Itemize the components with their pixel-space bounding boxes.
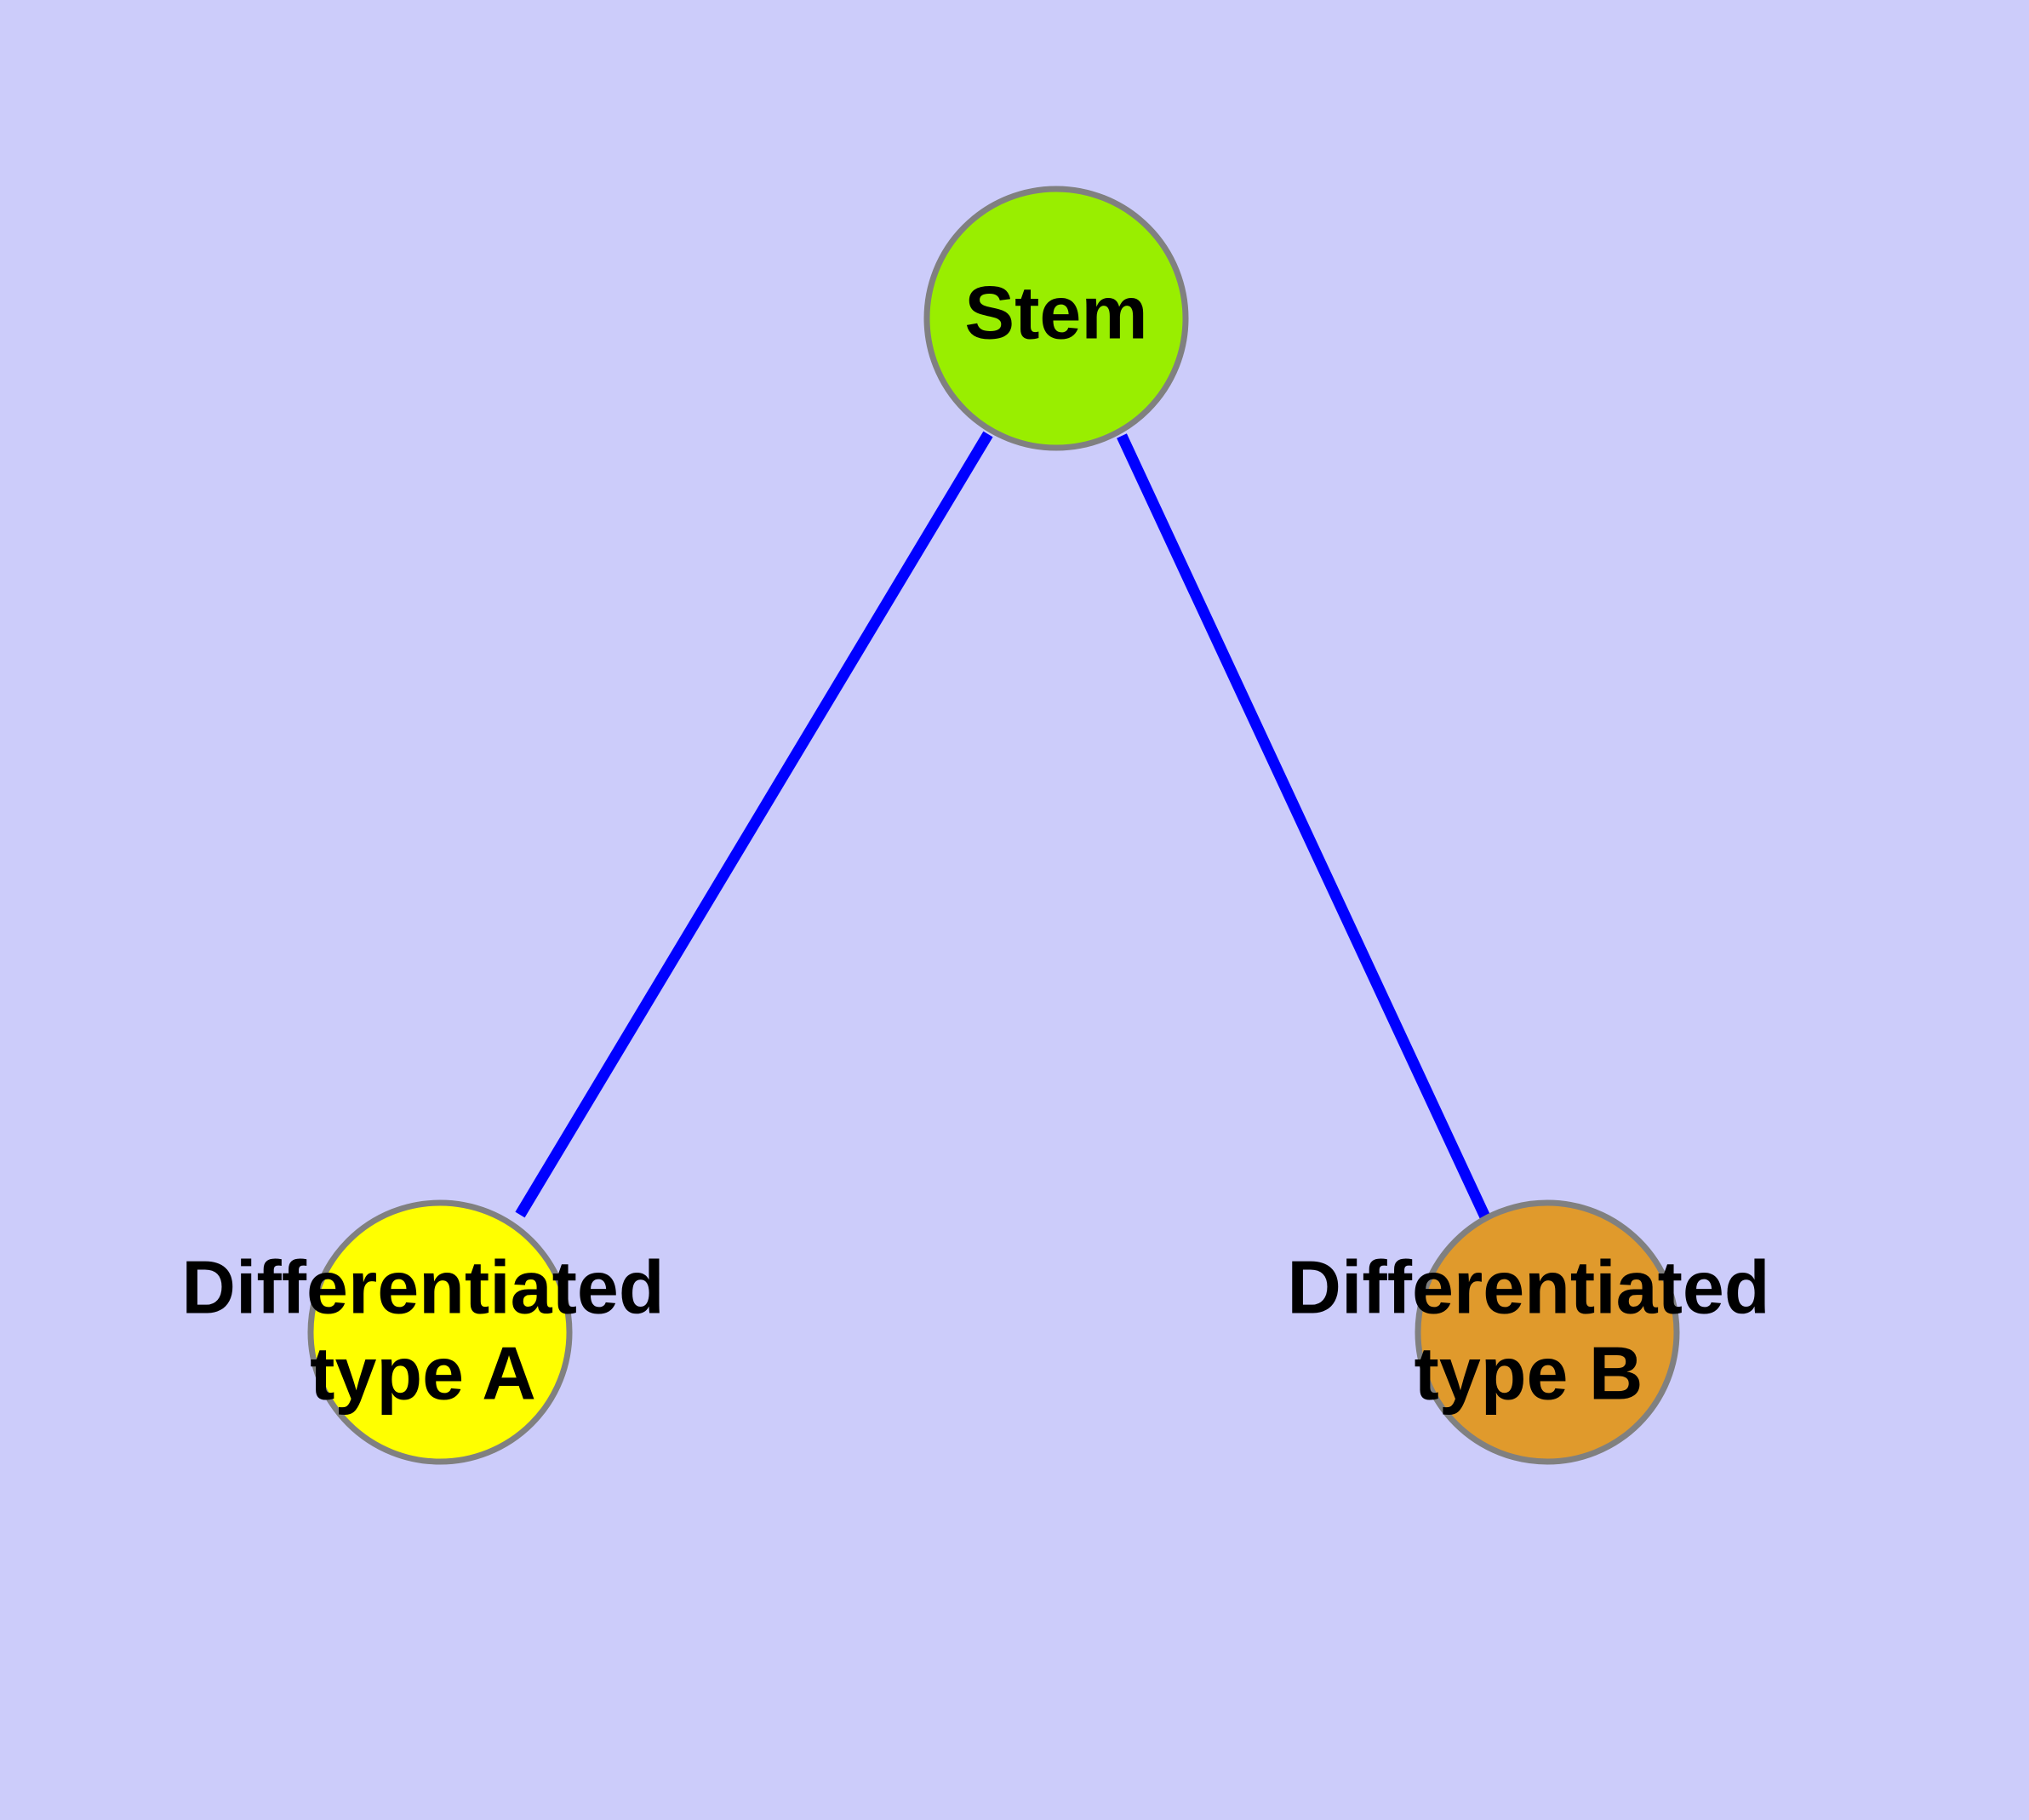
node-label-differentiated-type-a-line2: type A [310, 1331, 536, 1415]
edge-stem-to-differentiated-type-a [515, 431, 993, 1218]
node-stem[interactable] [923, 186, 1189, 451]
node-label-differentiated-type-a-line1: Differentiated [181, 1245, 664, 1329]
node-differentiated-type-b[interactable] [1415, 1199, 1680, 1465]
node-label-stem: Stem [964, 270, 1147, 354]
node-label-differentiated-type-b-line1: Differentiated [1287, 1245, 1769, 1329]
node-label-differentiated-type-b-line2: type B [1415, 1331, 1643, 1415]
edge-stem-to-differentiated-type-b [1117, 433, 1493, 1225]
node-differentiated-type-a[interactable] [307, 1199, 573, 1465]
